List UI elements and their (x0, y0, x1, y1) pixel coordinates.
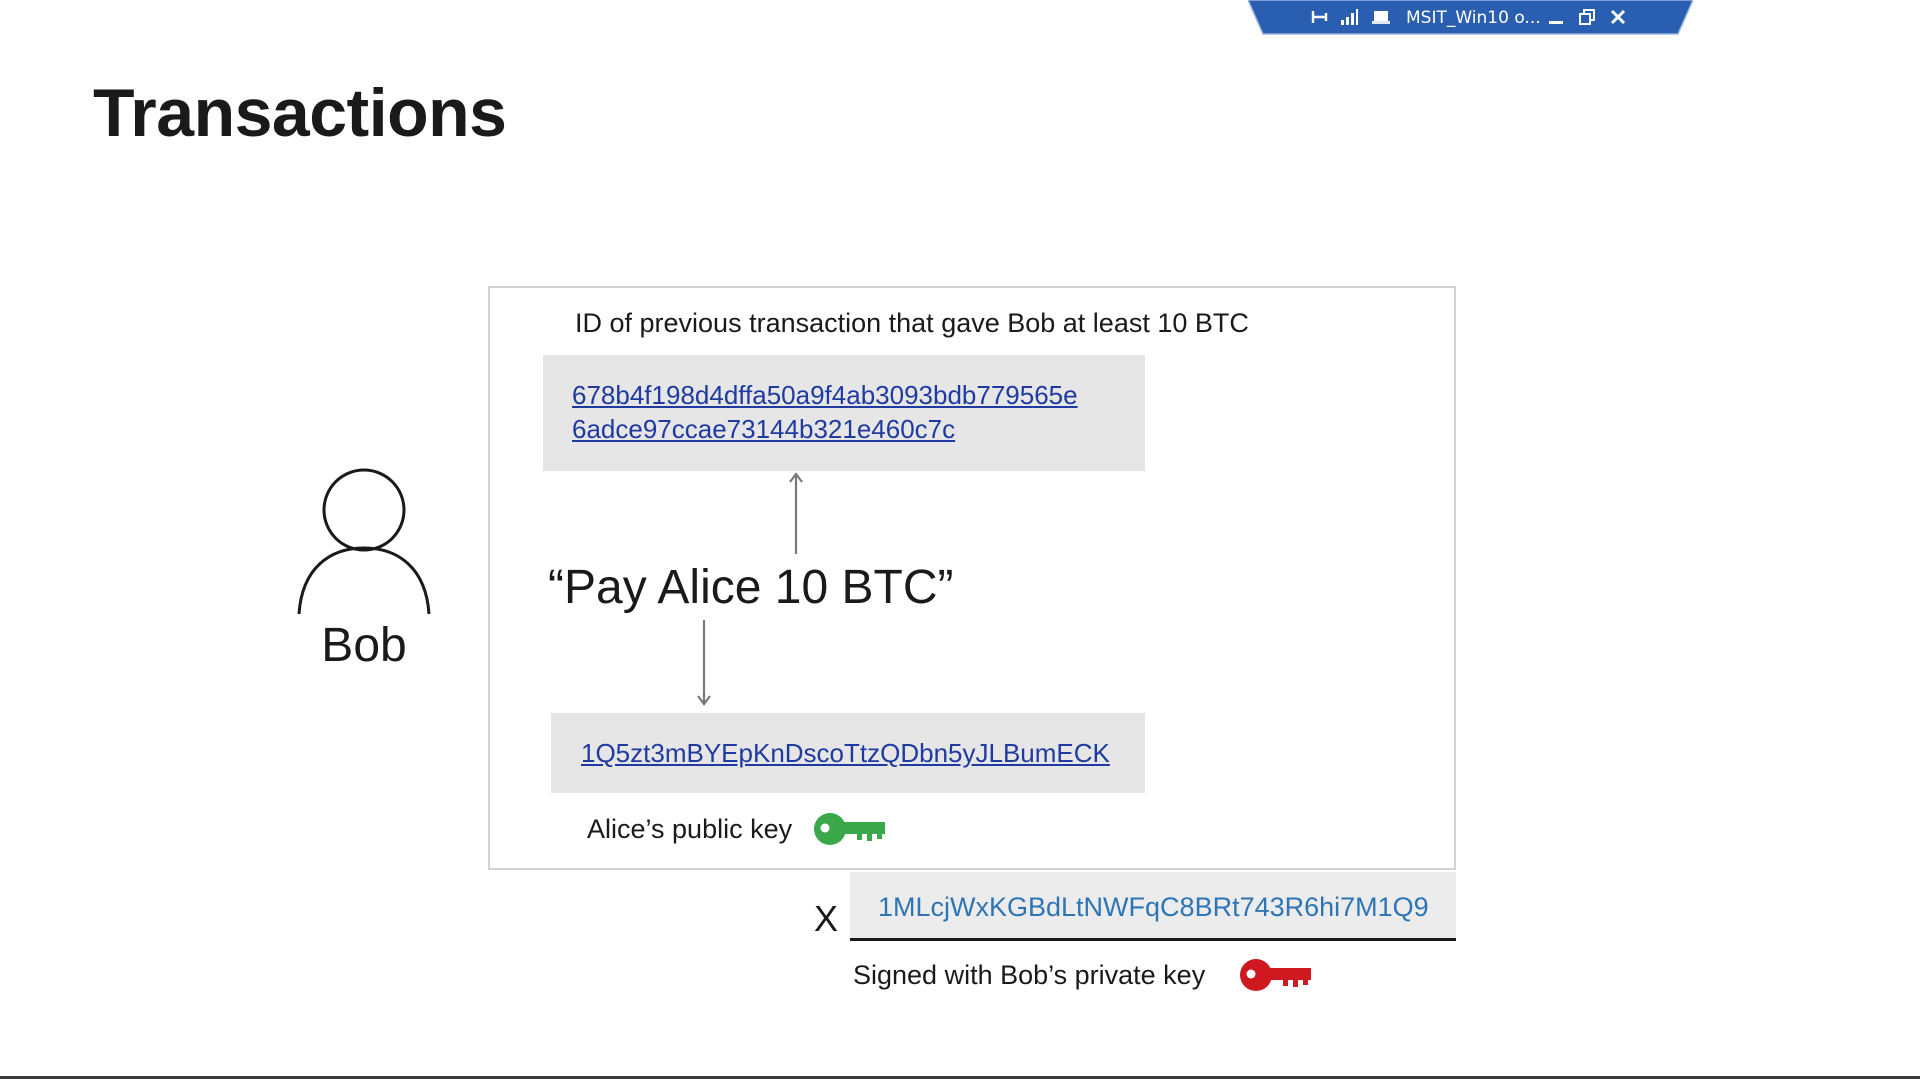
red-key-icon (1240, 959, 1311, 991)
previous-transaction-hash-line-1[interactable]: 678b4f198d4dffa50a9f4ab3093bdb779565e (572, 380, 1078, 410)
green-key-icon (814, 813, 885, 845)
previous-transaction-id-box (543, 355, 1145, 471)
remote-desktop-connection-bar[interactable]: MSIT_Win10 o... (1248, 0, 1693, 36)
signature-box (850, 872, 1456, 941)
up-arrow-icon (789, 472, 803, 554)
restore-icon[interactable] (1575, 5, 1599, 29)
signal-strength-icon[interactable] (1337, 5, 1361, 29)
previous-transaction-hash-line-2[interactable]: 6adce97ccae73144b321e460c7c (572, 414, 956, 444)
close-icon[interactable] (1606, 5, 1630, 29)
slide-title: Transactions (93, 75, 507, 151)
payment-message: “Pay Alice 10 BTC” (548, 561, 954, 614)
connection-title: MSIT_Win10 o... (1406, 8, 1541, 28)
down-arrow-icon (697, 620, 711, 706)
minimize-icon[interactable] (1544, 5, 1568, 29)
pin-icon[interactable] (1308, 5, 1332, 29)
sender-name: Bob (321, 619, 407, 672)
recipient-address-box (551, 713, 1145, 793)
bottom-edge (0, 1076, 1920, 1079)
person-icon (297, 468, 431, 615)
signature-mark: X (814, 898, 839, 939)
signature-label: Signed with Bob’s private key (853, 960, 1206, 990)
monitor-icon[interactable] (1369, 5, 1393, 29)
public-key-label: Alice’s public key (587, 814, 793, 844)
connection-bar-background (1248, 0, 1693, 35)
previous-transaction-label: ID of previous transaction that gave Bob… (575, 308, 1249, 338)
signature-value: 1MLcjWxKGBdLtNWFqC8BRt743R6hi7M1Q9 (878, 892, 1429, 922)
recipient-address[interactable]: 1Q5zt3mBYEpKnDscoTtzQDbn5yJLBumECK (581, 738, 1110, 768)
